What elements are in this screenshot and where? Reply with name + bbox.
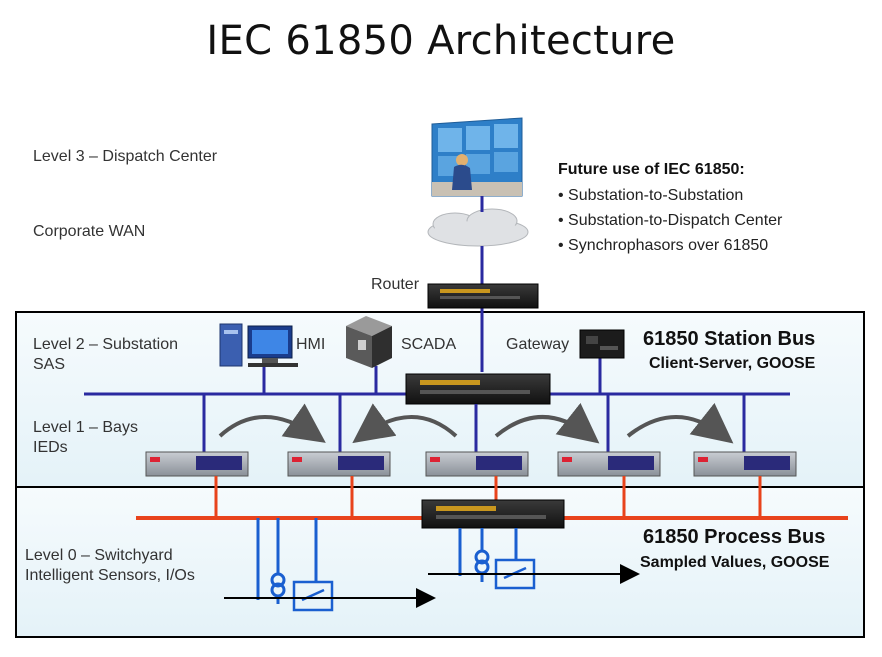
hmi-label: HMI	[296, 336, 326, 353]
router-label: Router	[371, 276, 420, 293]
level0-sublabel: Intelligent Sensors, I/Os	[25, 567, 195, 584]
future-item: • Substation-to-Substation	[558, 187, 744, 204]
ied-device	[557, 451, 661, 477]
station-bus-subtitle: Client-Server, GOOSE	[649, 355, 816, 372]
ied-device	[693, 451, 797, 477]
dispatch-operator-icon	[431, 117, 523, 197]
station-bus-switch	[405, 373, 551, 405]
process-bus-subtitle: Sampled Values, GOOSE	[640, 554, 830, 571]
ied-device	[287, 451, 391, 477]
station-bus-title: 61850 Station Bus	[643, 328, 816, 350]
level3-label: Level 3 – Dispatch Center	[33, 148, 218, 165]
future-item: • Synchrophasors over 61850	[558, 237, 769, 254]
level1-sublabel: IEDs	[33, 439, 68, 456]
level1-label: Level 1 – Bays	[33, 419, 138, 436]
future-use-title: Future use of IEC 61850:	[558, 161, 745, 178]
level2-sublabel: SAS	[33, 356, 66, 373]
gateway-device-icon	[579, 329, 625, 359]
diagram-title: IEC 61850 Architecture	[206, 18, 676, 64]
gateway-label: Gateway	[506, 336, 570, 353]
goose-arcs	[218, 402, 734, 444]
scada-server-icon	[346, 316, 392, 368]
level2-label: Level 2 – Substation	[33, 336, 178, 353]
router-device	[427, 283, 539, 309]
scada-label: SCADA	[401, 336, 457, 353]
process-bus-title: 61850 Process Bus	[643, 526, 826, 548]
level0-label: Level 0 – Switchyard	[25, 547, 173, 564]
corporate-wan-cloud	[427, 208, 529, 247]
hmi-computer-icon	[219, 323, 298, 367]
future-item: • Substation-to-Dispatch Center	[558, 212, 783, 229]
ied-device	[145, 451, 249, 477]
corporate-wan-label: Corporate WAN	[33, 223, 146, 240]
process-bus-switch	[421, 499, 565, 529]
ied-device	[425, 451, 529, 477]
